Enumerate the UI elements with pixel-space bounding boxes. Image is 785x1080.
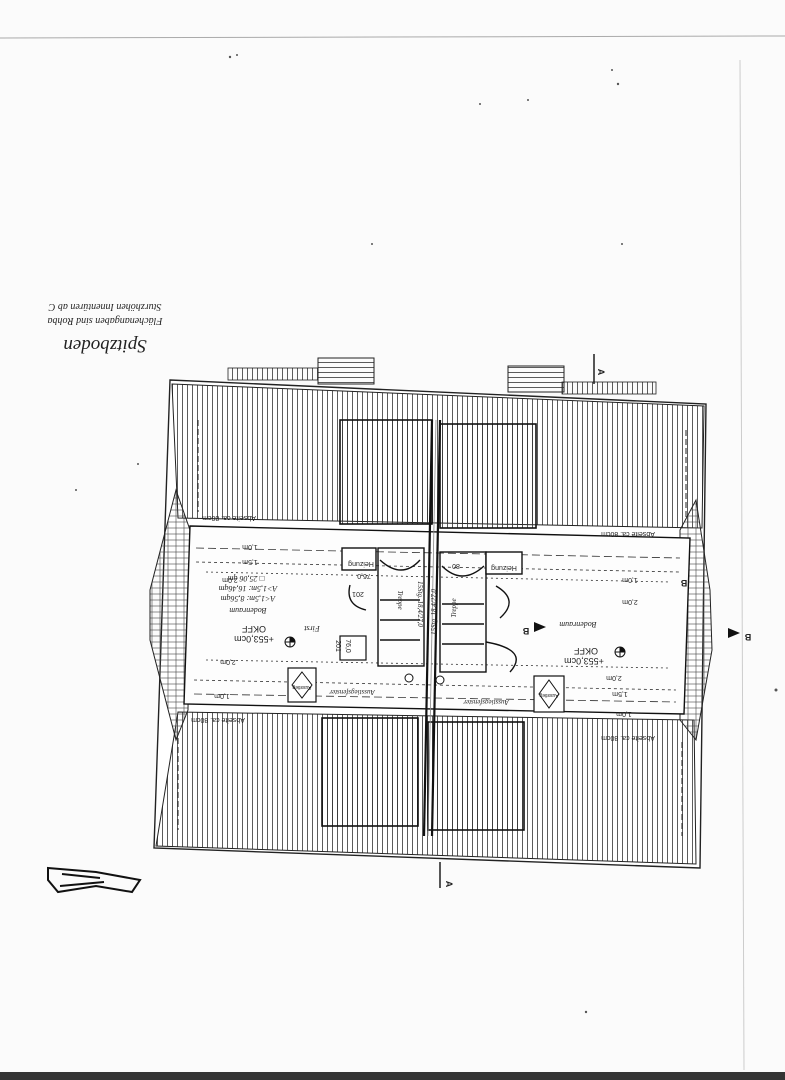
section-mark-a-top: A <box>596 369 606 376</box>
gutter-left <box>227 367 319 381</box>
scan-edge-line <box>0 35 785 39</box>
scan-noise <box>75 54 778 1014</box>
plan-note-lintel: Sturzhöhen Innentüren ab C <box>48 301 161 312</box>
room-area-total-left: □ 25,06 qm <box>227 574 264 583</box>
title-block: Spitzboden Flächenangaben sind Rohba Stu… <box>48 301 164 356</box>
level-ref-right: OKFF <box>573 646 598 656</box>
dormer-bottom-right <box>427 721 525 831</box>
clearance-label-top-right: Abseite ca. 80cm <box>601 530 655 537</box>
stair-spec-left: 15Stg. 18,4/27,0 <box>416 581 424 627</box>
clearance-label-bottom-right: Abseite ca. 80cm <box>601 734 655 741</box>
height-label-2m-bottom-right: 2,0m <box>606 674 622 681</box>
height-label-2m-bottom: 2,0m <box>220 658 236 665</box>
party-wall <box>422 419 442 837</box>
plan-title: Spitzboden <box>63 335 146 356</box>
level-label-right: +553,0cm <box>564 656 604 666</box>
stair-right <box>439 551 517 673</box>
door-label-d-left: 201 <box>334 640 341 652</box>
chimney-left <box>317 357 375 385</box>
plan-note-area: Flächenangaben sind Rohba <box>48 315 164 326</box>
section-mark-b-right: B <box>744 632 751 642</box>
roof-plane-top <box>171 383 705 529</box>
level-label-left: +553,0cm <box>234 634 274 644</box>
section-mark-b-center: B <box>522 626 529 636</box>
room-name-left: Bodenraum <box>229 606 267 615</box>
height-label-2m-right: 2,0m <box>622 598 638 605</box>
chimney-right <box>507 365 565 393</box>
room-name-right: Bodenraum <box>559 620 597 629</box>
heating-box-left <box>341 547 377 571</box>
stair-label-left: Treppe <box>396 590 404 609</box>
hatch-marker-left <box>287 667 317 703</box>
gutter-right <box>561 381 657 395</box>
hatch-tag-right: Ausstieg <box>539 692 558 698</box>
section-b-arrow-center <box>534 622 546 632</box>
clearance-label-bottom-left: Abseite ca. 80cm <box>191 716 245 723</box>
room-area-b-left: A>1,5m: 16,46qm <box>219 584 279 593</box>
height-label-2m-left: 2,0m <box>222 576 238 583</box>
section-b-arrow-right <box>728 628 740 638</box>
height-label-15m-bottom: 1,5m <box>612 690 628 697</box>
dormer-top-left <box>339 419 433 525</box>
level-marker-left <box>284 636 296 648</box>
height-label-1m-bottom: 1,0m <box>214 692 230 699</box>
stair-left <box>348 547 425 667</box>
section-mark-a-bottom: A <box>444 881 454 888</box>
dormer-bottom-left <box>321 717 419 827</box>
height-label-1m-right: 1,0m <box>622 576 638 583</box>
height-label-1m-bottom-right: 1,0m <box>616 710 632 717</box>
north-arrow-icon <box>47 866 142 894</box>
heating-label-left: Heizung <box>348 560 374 567</box>
hatch-tag-left: Ausstieg <box>292 684 311 690</box>
vent-circle-center <box>435 675 445 685</box>
scan-bottom-edge <box>0 1072 785 1080</box>
door-label-c-left: 76,0 <box>344 639 351 653</box>
room-area-a-left: A<1,5m: 8,56qm <box>221 594 277 603</box>
door-frame-left <box>339 635 367 661</box>
ridge-label: First <box>303 624 320 633</box>
heating-label-right: Heizung <box>491 564 517 571</box>
door-label-b-left: 201 <box>352 590 364 597</box>
level-marker-right <box>614 646 626 658</box>
door-label-a-right: 80 <box>452 562 460 569</box>
height-label-15m-left: 1,5m <box>242 558 258 565</box>
scan-right-edge <box>739 59 745 1071</box>
door-label-a-left: 76,0 <box>357 572 371 579</box>
stair-label-right: Treppe <box>450 598 458 617</box>
section-mark-b-left: B <box>680 578 687 588</box>
height-label-1m-left: 1,0m <box>242 543 258 550</box>
heating-box-right <box>485 551 523 575</box>
clearance-label-top-left: Abseite ca. 80cm <box>202 514 256 521</box>
hatch-marker-right <box>533 675 565 713</box>
dormer-label-right: Ausstiegsfenster <box>463 698 510 706</box>
stair-spec-right: 15Stg. 18,4/27,0 <box>430 589 438 635</box>
vent-circle-left <box>404 673 414 683</box>
level-ref-left: OKFF <box>241 624 266 634</box>
dormer-label-left: Ausstiegsfenster <box>329 688 376 696</box>
dormer-top-right <box>439 423 537 529</box>
